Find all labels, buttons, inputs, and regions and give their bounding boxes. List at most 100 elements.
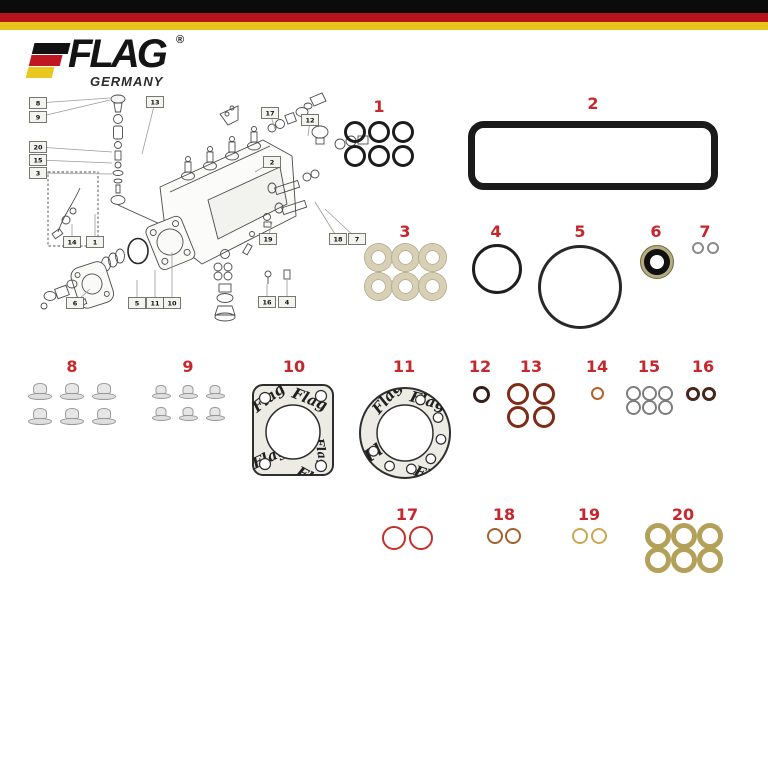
part-number-15: 15 [637, 357, 661, 376]
part-number-13: 13 [519, 357, 543, 376]
brand-name: FLAG [68, 32, 168, 76]
part-11-ring-gasket: FlagFlagFlagFlag [359, 387, 451, 479]
part-7-oring [691, 242, 704, 254]
part-number-3: 3 [399, 222, 411, 241]
diagram-callout-4: 4 [278, 296, 296, 308]
part-7-oring [706, 242, 719, 254]
svg-text:12: 12 [305, 116, 314, 124]
part-20-oring [671, 547, 697, 573]
diagram-callout-9: 9 [29, 111, 47, 123]
part-13-oring [507, 405, 529, 428]
part-4-oring [472, 244, 522, 294]
part-9-grommet [178, 407, 198, 421]
pump-drawing [40, 92, 369, 322]
part-15-oring [625, 385, 641, 401]
part-1-oring [344, 121, 366, 143]
part-number-5: 5 [574, 222, 586, 241]
grommet-brim [151, 414, 171, 421]
banner-stripe-black [0, 0, 768, 13]
part-1-oring [392, 121, 414, 143]
part-20-oring [645, 523, 671, 549]
diagram-callout-5: 5 [128, 297, 146, 309]
part-number-20: 20 [671, 505, 695, 524]
svg-text:7: 7 [355, 235, 360, 243]
part-15-oring [657, 399, 673, 415]
brand-country: GERMANY [90, 74, 164, 89]
part-number-16: 16 [691, 357, 715, 376]
grommet-brim [178, 414, 198, 421]
diagram-callout-19: 19 [259, 233, 277, 245]
diagram-callout-17: 17 [261, 107, 279, 119]
svg-text:10: 10 [167, 299, 177, 307]
part-8-grommet [28, 408, 52, 425]
svg-text:11: 11 [150, 299, 160, 307]
part-12-oring [472, 385, 490, 403]
part-3-oring [364, 273, 392, 300]
svg-text:15: 15 [33, 156, 43, 164]
part-number-7: 7 [699, 222, 711, 241]
svg-text:8: 8 [36, 99, 41, 107]
part-17-oring [408, 526, 433, 550]
part-8-grommet [92, 383, 116, 400]
svg-text:17: 17 [265, 109, 274, 117]
svg-text:9: 9 [36, 113, 41, 121]
registered-trademark-icon: ® [176, 34, 185, 46]
svg-text:2: 2 [270, 158, 275, 166]
part-17-oring [381, 526, 406, 550]
part-number-10: 10 [282, 357, 306, 376]
grommet-brim [60, 417, 84, 425]
part-number-8: 8 [66, 357, 78, 376]
part-18-oring [487, 528, 503, 544]
part-number-6: 6 [650, 222, 662, 241]
part-20-oring [697, 547, 723, 573]
part-8-grommet [28, 383, 52, 400]
grommet-brim [178, 392, 198, 399]
seal-lip [644, 249, 670, 275]
svg-text:5: 5 [135, 299, 140, 307]
part-number-1: 1 [373, 97, 385, 116]
diagram-callout-6: 6 [66, 297, 84, 309]
grommet-brim [28, 417, 52, 425]
diagram-callout-3: 3 [29, 167, 47, 179]
part-3-oring [391, 273, 419, 300]
part-8-grommet [60, 408, 84, 425]
part-number-4: 4 [490, 222, 502, 241]
part-13-oring [533, 405, 555, 428]
part-13-oring [533, 382, 555, 405]
diagram-callout-14: 14 [63, 236, 81, 248]
diagram-callout-8: 8 [29, 97, 47, 109]
grommet-brim [151, 392, 171, 399]
part-13-oring [507, 382, 529, 405]
part-9-grommet [178, 385, 198, 399]
part-9-grommet [205, 385, 225, 399]
svg-text:19: 19 [263, 235, 273, 243]
part-18-oring [505, 528, 521, 544]
part-3-oring [391, 244, 419, 271]
part-15-oring [641, 385, 657, 401]
diagram-callout-2: 2 [263, 156, 281, 168]
part-19-oring [590, 528, 607, 544]
grommet-brim [28, 392, 52, 400]
part-16-oring [686, 387, 701, 401]
part-number-2: 2 [587, 94, 599, 113]
banner [0, 0, 768, 30]
svg-text:16: 16 [262, 298, 272, 306]
grommet-brim [205, 392, 225, 399]
part-number-17: 17 [395, 505, 419, 524]
svg-text:20: 20 [33, 143, 43, 151]
diagram-callout-12: 12 [301, 114, 319, 126]
part-number-11: 11 [392, 357, 416, 376]
part-20-oring [671, 523, 697, 549]
part-10-plate-gasket: FlagFlagFlagFlagFlag [252, 384, 334, 476]
banner-stripe-yellow [0, 22, 768, 30]
svg-text:4: 4 [285, 298, 290, 306]
part-1-oring [368, 145, 390, 167]
svg-text:18: 18 [333, 235, 343, 243]
part-20-oring [697, 523, 723, 549]
svg-text:13: 13 [150, 98, 159, 106]
part-3-oring [418, 273, 446, 300]
part-20-oring [645, 547, 671, 573]
svg-text:14: 14 [67, 238, 77, 246]
